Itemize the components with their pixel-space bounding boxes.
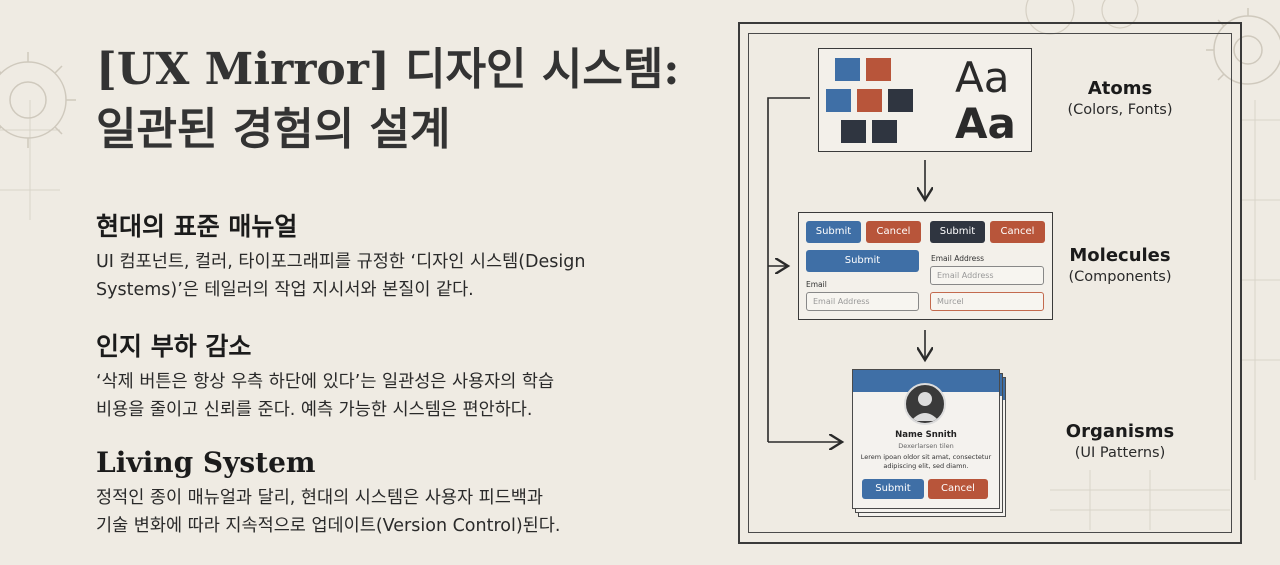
section-heading: 현대의 표준 매뉴얼	[96, 212, 298, 241]
section-cognitive-load: 인지 부하 감소 ‘삭제 버튼은 항상 우측 하단에 있다’는 일관성은 사용자…	[96, 330, 656, 424]
color-swatch	[826, 89, 851, 112]
profile-subtitle: Dexerlarsen tilen	[898, 442, 954, 450]
molecules-sublabel: (Components)	[1068, 269, 1172, 285]
profile-description-line: adipiscing elit, sed diamn.	[883, 462, 969, 470]
atoms-sublabel: (Colors, Fonts)	[1067, 102, 1173, 118]
section-body-line: UI 컴포넌트, 컬러, 타이포그래피를 규정한 ‘디자인 시스템(Design	[96, 252, 586, 272]
section-heading: Living System	[96, 446, 316, 479]
user-icon	[911, 392, 939, 421]
section-body: ‘삭제 버튼은 항상 우측 하단에 있다’는 일관성은 사용자의 학습 비용을 …	[96, 368, 656, 424]
page-title: [UX Mirror] 디자인 시스템: 일관된 경험의 설계	[96, 40, 696, 160]
submit-button[interactable]: Submit	[806, 221, 861, 243]
color-swatch	[841, 120, 866, 143]
atoms-label: Atoms	[1087, 78, 1153, 99]
email-field-label: Email Address	[931, 254, 985, 263]
profile-description: Lerem ipoan oldor sit amat, consectetur …	[856, 453, 996, 471]
section-body-line: ‘삭제 버튼은 항상 우측 하단에 있다’는 일관성은 사용자의 학습	[96, 372, 555, 392]
diagram-outer-frame	[738, 22, 1242, 544]
title-line-1: [UX Mirror] 디자인 시스템:	[96, 44, 680, 95]
cancel-button[interactable]: Cancel	[990, 221, 1045, 243]
color-swatch	[857, 89, 882, 112]
section-body: UI 컴포넌트, 컬러, 타이포그래피를 규정한 ‘디자인 시스템(Design…	[96, 248, 656, 304]
section-body-line: 정적인 종이 매뉴얼과 달리, 현대의 시스템은 사용자 피드백과	[96, 488, 544, 508]
section-body: 정적인 종이 매뉴얼과 달리, 현대의 시스템은 사용자 피드백과 기술 변화에…	[96, 484, 656, 540]
section-living-system: Living System 정적인 종이 매뉴얼과 달리, 현대의 시스템은 사…	[96, 446, 656, 540]
typeface-sample-regular: Aa	[955, 53, 1010, 102]
section-heading: 인지 부하 감소	[96, 332, 252, 361]
color-swatch	[835, 58, 860, 81]
organisms-label: Organisms	[1065, 421, 1175, 442]
color-swatch	[872, 120, 897, 143]
title-line-2: 일관된 경험의 설계	[96, 104, 451, 155]
color-swatch	[888, 89, 913, 112]
typeface-sample-bold: Aa	[955, 99, 1016, 148]
cancel-button[interactable]: Cancel	[928, 479, 988, 499]
color-swatch	[866, 58, 891, 81]
submit-button-dark[interactable]: Submit	[930, 221, 985, 243]
profile-description-line: Lerem ipoan oldor sit amat, consectetur	[860, 453, 992, 461]
molecules-label: Molecules	[1069, 245, 1171, 266]
email-field[interactable]: Email Address	[806, 292, 919, 311]
organisms-sublabel: (UI Patterns)	[1074, 445, 1166, 461]
section-body-line: 기술 변화에 따라 지속적으로 업데이트(Version Control)된다.	[96, 516, 561, 536]
cancel-button[interactable]: Cancel	[866, 221, 921, 243]
submit-button[interactable]: Submit	[862, 479, 924, 499]
diagram-inner-frame	[748, 33, 1232, 533]
error-field[interactable]: Murcel	[930, 292, 1044, 311]
avatar	[904, 383, 946, 425]
email-field-label: Email	[806, 280, 827, 289]
section-body-line: Systems)’은 테일러의 작업 지시서와 본질이 같다.	[96, 280, 474, 300]
submit-button-wide[interactable]: Submit	[806, 250, 919, 272]
profile-name: Name Snnith	[895, 430, 957, 440]
section-body-line: 비용을 줄이고 신뢰를 준다. 예측 가능한 시스템은 편안하다.	[96, 400, 533, 420]
email-field[interactable]: Email Address	[930, 266, 1044, 285]
connector-line	[767, 97, 810, 442]
section-modern-manual: 현대의 표준 매뉴얼 UI 컴포넌트, 컬러, 타이포그래피를 규정한 ‘디자인…	[96, 210, 656, 304]
